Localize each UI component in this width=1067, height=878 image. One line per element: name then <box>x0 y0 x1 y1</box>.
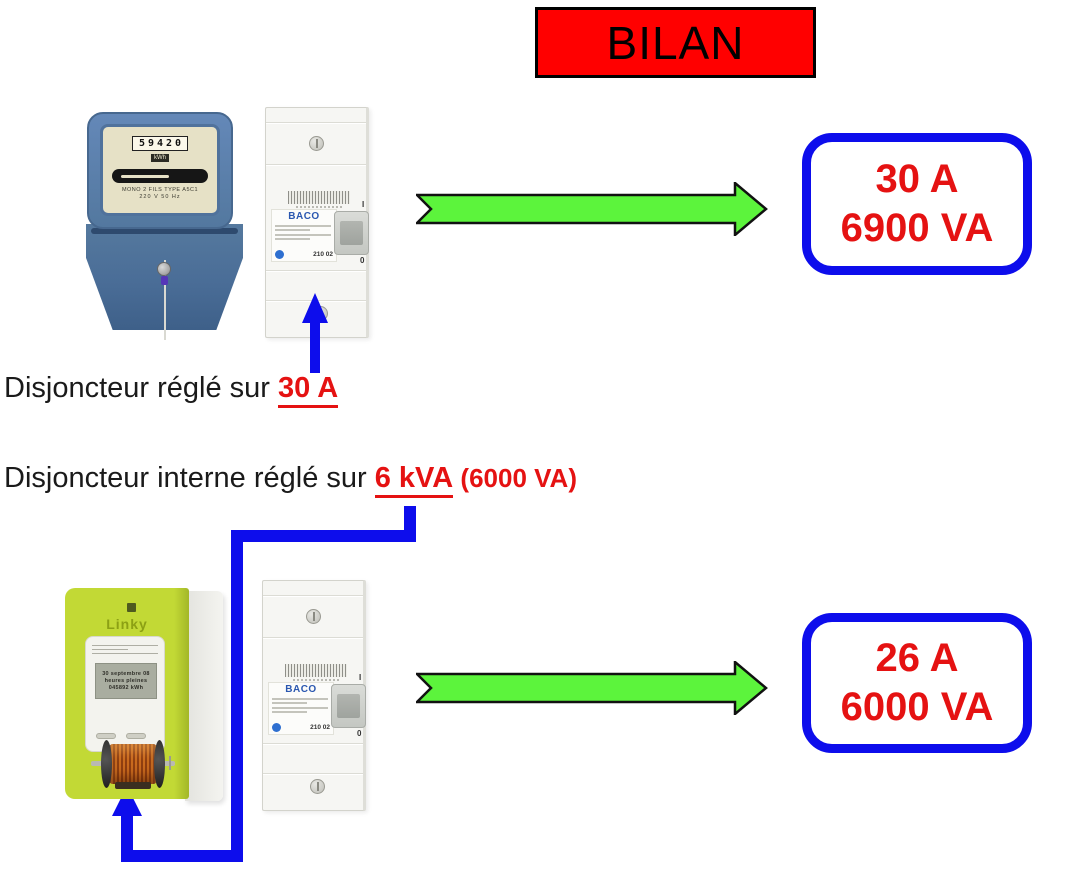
label-bottom-row: 210 02 <box>275 250 333 259</box>
caption-breaker-setting: Disjoncteur réglé sur 30 A <box>4 372 339 408</box>
pointer-arrow-breaker <box>302 293 328 373</box>
panel-text-line <box>92 644 158 646</box>
breaker-label: BACO 210 02 <box>268 682 334 735</box>
breaker-brand: BACO <box>285 684 317 695</box>
linky-lcd: 30 septembre 08 heures pleines 045892 kW… <box>95 663 157 699</box>
result-amps: 30 A <box>875 157 959 202</box>
pointer-arrowhead <box>112 786 142 816</box>
label-text-line <box>272 702 307 704</box>
lcd-line: 045892 kWh <box>108 684 144 691</box>
caption-value: 30 A <box>278 372 339 408</box>
meter-spec-line2: 220 V 50 Hz <box>139 194 181 200</box>
coil-windings <box>109 744 157 784</box>
label-text-line <box>275 224 331 227</box>
pointer-line-internal-breaker <box>112 506 416 862</box>
caption-internal-breaker-setting: Disjoncteur interne réglé sur 6 kVA (600… <box>4 462 577 498</box>
meter-disc-edge <box>121 175 169 178</box>
breaker-brand: BACO <box>288 211 320 222</box>
coil-axle-right <box>161 761 175 766</box>
barcode <box>288 191 350 204</box>
lcd-line: heures pleines <box>104 677 148 684</box>
breaker-seam <box>263 637 363 638</box>
lever-off-mark: 0 <box>357 729 362 738</box>
linky-front-panel: 30 septembre 08 heures pleines 045892 kW… <box>85 636 165 752</box>
breaker-seam <box>263 773 363 774</box>
screw-icon <box>309 136 324 151</box>
coil-flange <box>154 740 165 788</box>
result-power: 6000 VA <box>840 685 994 729</box>
breaker-lever <box>334 211 369 255</box>
linky-button-plus <box>96 733 116 739</box>
caption-value: 6 kVA <box>374 462 454 498</box>
label-text-line <box>275 229 310 231</box>
copper-coil <box>91 740 175 789</box>
meter-body-seam <box>91 228 238 234</box>
coil-flange <box>101 740 112 788</box>
test-button <box>275 250 284 259</box>
result-box-top: 30 A 6900 VA <box>802 133 1032 275</box>
label-text-line <box>275 233 331 236</box>
lever-on-mark: I <box>362 200 365 209</box>
title-text: BILAN <box>606 16 745 69</box>
breaker-label: BACO 210 02 <box>271 209 337 262</box>
circuit-breaker-bottom: BACO 210 02 I 0 <box>262 580 366 811</box>
label-text-line <box>272 706 328 709</box>
meter-dial-face: 59420 kWh MONO 2 FILS TYPE A5C1 220 V 50… <box>100 124 220 216</box>
flow-arrow-top <box>416 182 768 236</box>
meter-head: 59420 kWh MONO 2 FILS TYPE A5C1 220 V 50… <box>87 112 233 229</box>
coil-axle-left <box>91 761 103 766</box>
breaker-seam <box>266 270 366 271</box>
result-box-bottom: 26 A 6000 VA <box>802 613 1032 753</box>
meter-disc-window <box>112 169 208 183</box>
breaker-seam <box>266 164 366 165</box>
label-text-line <box>272 711 307 713</box>
barcode <box>285 664 347 677</box>
caption-prefix: Disjoncteur réglé sur <box>4 372 278 404</box>
breaker-seam <box>266 122 366 123</box>
meter-spec-line1: MONO 2 FILS TYPE A5C1 <box>121 187 199 193</box>
label-text-line <box>272 697 328 700</box>
old-electric-meter: 59420 kWh MONO 2 FILS TYPE A5C1 220 V 50… <box>85 110 245 340</box>
meter-unit-label: kWh <box>151 154 169 162</box>
result-power: 6900 VA <box>840 206 994 250</box>
lcd-line: 30 septembre 08 <box>102 670 150 677</box>
screw-icon <box>310 779 325 794</box>
label-bottom-row: 210 02 <box>272 723 330 732</box>
linky-brand: Linky <box>106 616 148 632</box>
meter-seal-tag <box>161 276 168 285</box>
breaker-seam <box>263 595 363 596</box>
test-button <box>272 723 281 732</box>
lever-on-mark: I <box>359 673 362 682</box>
breaker-model: 210 02 <box>313 251 333 258</box>
breaker-lever <box>331 684 366 728</box>
meter-seal-wire <box>164 260 166 340</box>
screw-icon <box>306 609 321 624</box>
linky-button-select <box>126 733 146 739</box>
linky-side-face <box>185 591 223 801</box>
breaker-model: 210 02 <box>310 724 330 731</box>
panel-text-line <box>92 652 158 654</box>
panel-text-line <box>92 648 129 650</box>
lever-off-mark: 0 <box>360 256 365 265</box>
caption-detail: (6000 VA) <box>453 463 577 493</box>
coil-pin <box>169 756 171 770</box>
result-amps: 26 A <box>875 636 959 681</box>
linky-meter: Linky 30 septembre 08 heures pleines 045… <box>65 588 225 806</box>
flow-arrow-bottom <box>416 661 768 715</box>
caption-prefix: Disjoncteur interne réglé sur <box>4 462 375 494</box>
title-banner: BILAN <box>535 7 816 78</box>
barcode-number <box>296 206 342 208</box>
barcode-number <box>293 679 339 681</box>
breaker-seam <box>263 743 363 744</box>
meter-seal <box>157 262 171 276</box>
label-text-line <box>275 238 310 240</box>
meter-counter: 59420 <box>131 136 189 151</box>
linky-sensor-dot <box>127 603 136 612</box>
coil-bracket <box>115 782 151 789</box>
